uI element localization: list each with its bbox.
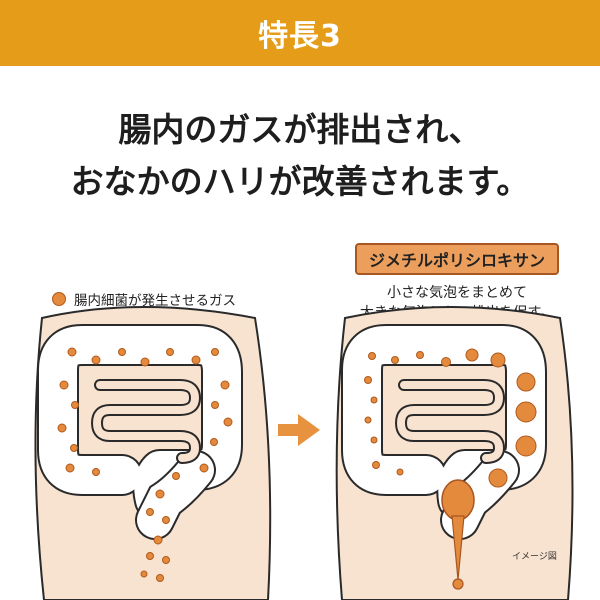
- gas-bubble: [211, 348, 219, 356]
- gas-bubble: [140, 357, 150, 367]
- gas-bubble: [71, 401, 79, 409]
- feature-banner: 特長3: [0, 0, 600, 66]
- gas-bubble: [162, 516, 170, 524]
- gas-bubble: [220, 380, 230, 390]
- gas-bubble: [67, 347, 77, 357]
- headline-line-1: 腸内のガスが排出され、: [118, 110, 482, 149]
- gas-bubble: [515, 435, 537, 457]
- expelled-gas-drop: [441, 479, 475, 590]
- gas-bubble: [65, 463, 75, 473]
- gas-bubble: [155, 489, 165, 499]
- gas-bubble: [370, 436, 378, 444]
- gas-bubble: [92, 468, 100, 476]
- gas-bubble: [59, 380, 69, 390]
- arrow-icon: [278, 414, 320, 446]
- illustration-note: イメージ図: [512, 552, 557, 562]
- gas-bubble: [140, 570, 148, 578]
- gas-bubble: [441, 357, 451, 367]
- gas-bubble: [118, 348, 126, 356]
- feature-banner-label: 特長3: [258, 19, 342, 54]
- gas-bubble: [91, 355, 101, 365]
- gas-bubble: [156, 574, 164, 582]
- gas-bubble: [146, 508, 154, 516]
- gas-bubble: [368, 352, 376, 360]
- gas-bubble: [490, 352, 506, 368]
- gas-bubble: [70, 444, 78, 452]
- gas-bubble: [515, 401, 537, 423]
- gas-legend: 腸内細菌が発生させるガス: [52, 289, 236, 309]
- gas-bubble: [516, 372, 536, 392]
- ingredient-tag: ジメチルポリシロキサン: [355, 243, 559, 275]
- gas-bubble-icon: [52, 292, 66, 306]
- gas-bubble: [57, 423, 67, 433]
- gas-bubble: [364, 376, 372, 384]
- gas-legend-label: 腸内細菌が発生させるガス: [74, 293, 236, 309]
- gas-bubble: [191, 355, 201, 365]
- gas-bubble: [488, 468, 508, 488]
- gas-bubble: [391, 356, 399, 364]
- gas-bubble: [166, 348, 174, 356]
- ingredient-name: ジメチルポリシロキサン: [368, 251, 545, 270]
- ingredient-description-line-1: 小さな気泡をまとめて: [387, 285, 527, 301]
- gas-bubble: [465, 348, 479, 362]
- gas-bubble: [364, 416, 372, 424]
- gas-bubble: [223, 417, 233, 427]
- gas-bubble: [153, 535, 163, 545]
- gas-bubble: [199, 463, 209, 473]
- gas-bubble: [162, 556, 170, 564]
- gas-bubble: [396, 468, 404, 476]
- gas-bubble: [210, 438, 218, 446]
- after-intestine: [341, 324, 547, 540]
- gas-bubble: [172, 472, 180, 480]
- before-gas-bubbles: [57, 347, 233, 582]
- gas-bubble: [146, 552, 154, 560]
- gas-bubble: [370, 396, 378, 404]
- headline: 腸内のガスが排出され、 おなかのハリが改善されます。: [0, 104, 600, 208]
- gas-bubble: [416, 351, 424, 359]
- gas-bubble: [211, 401, 219, 409]
- gas-bubble: [372, 461, 380, 469]
- headline-line-2: おなかのハリが改善されます。: [70, 162, 530, 201]
- after-gas-bubbles: [364, 348, 537, 488]
